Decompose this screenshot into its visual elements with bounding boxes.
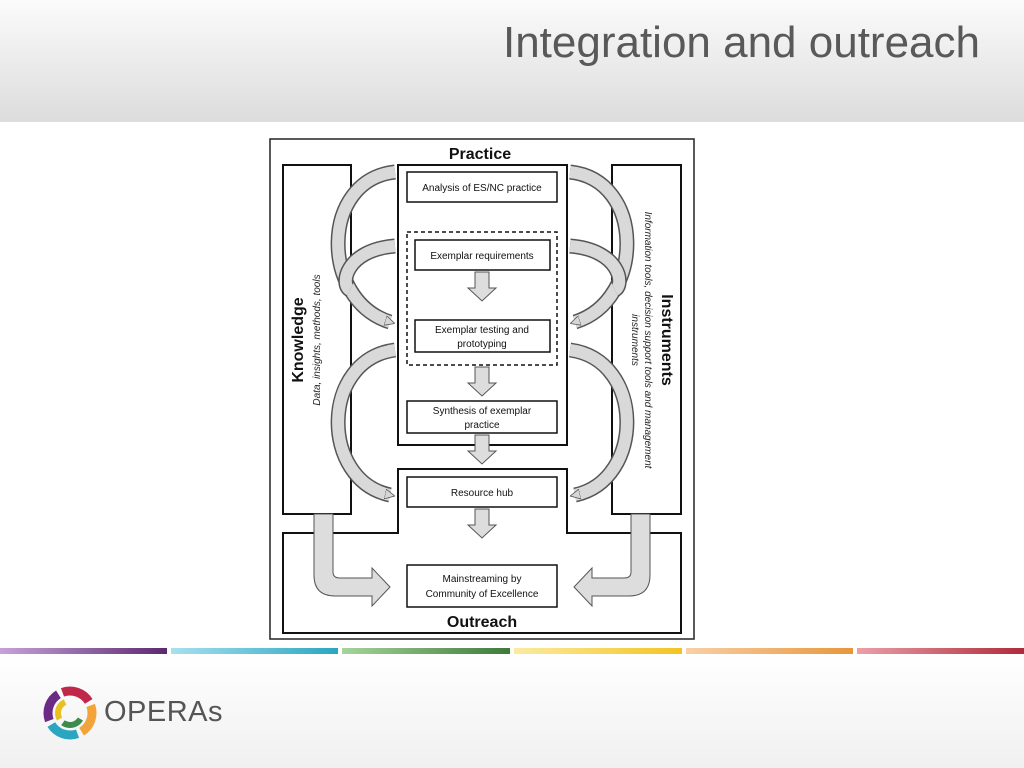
curved-arrow-icon (569, 166, 633, 328)
footer (0, 654, 1024, 768)
outreach-label: Outreach (447, 614, 517, 631)
down-arrow-icon (466, 366, 498, 397)
bent-arrow-icon (573, 513, 651, 608)
knowledge-subtitle: Data, insights, methods, tools (312, 274, 323, 405)
exemplar-group (406, 231, 558, 366)
stripe-orange (686, 648, 853, 654)
slide-title: Integration and outreach (502, 18, 980, 67)
synthesis-label-1: Synthesis of exemplar (433, 406, 532, 417)
exemplar-testing-label-2: prototyping (457, 339, 506, 350)
stripe-cyan (171, 648, 338, 654)
stripe-purple (0, 648, 167, 654)
outreach-container (282, 468, 682, 634)
resource-hub-label: Resource hub (451, 488, 514, 499)
operas-logo-icon (43, 686, 97, 740)
stripe-green (342, 648, 510, 654)
mainstreaming-box (406, 564, 558, 608)
instruments-subtitle-line2: instruments (629, 314, 640, 366)
analysis-label: Analysis of ES/NC practice (422, 183, 542, 194)
curved-arrow-icon (332, 166, 396, 328)
curved-arrow-icon (568, 344, 633, 501)
exemplar-requirements-box (414, 239, 551, 271)
stripe-yellow (514, 648, 682, 654)
instruments-subtitle-line1: Information tools, decision support tool… (642, 212, 653, 470)
down-arrow-icon (466, 271, 498, 302)
header-bar: Integration and outreach (0, 0, 1024, 122)
mainstreaming-label-2: Community of Excellence (426, 589, 539, 600)
practice-container (397, 164, 568, 446)
exemplar-testing-box (414, 319, 551, 353)
down-arrow-icon (466, 434, 498, 465)
synthesis-box (406, 400, 558, 434)
mainstreaming-label-1: Mainstreaming by (443, 574, 522, 585)
down-arrow-icon (466, 508, 498, 539)
stripe-red (857, 648, 1024, 654)
synthesis-label-2: practice (464, 420, 499, 431)
bent-arrow-icon (313, 513, 391, 608)
curved-arrow-icon (339, 240, 396, 296)
instruments-title: Instruments (658, 294, 675, 386)
analysis-box (406, 171, 558, 203)
exemplar-requirements-label: Exemplar requirements (430, 251, 533, 262)
curved-arrow-icon (332, 344, 397, 501)
curved-arrow-icon (569, 240, 626, 296)
knowledge-title: Knowledge (290, 297, 307, 382)
logo-text: OPERAs (104, 696, 224, 728)
exemplar-testing-label-1: Exemplar testing and (435, 325, 529, 336)
practice-label: Practice (449, 146, 511, 163)
resource-hub-box (406, 476, 558, 508)
color-stripes (0, 648, 1024, 654)
